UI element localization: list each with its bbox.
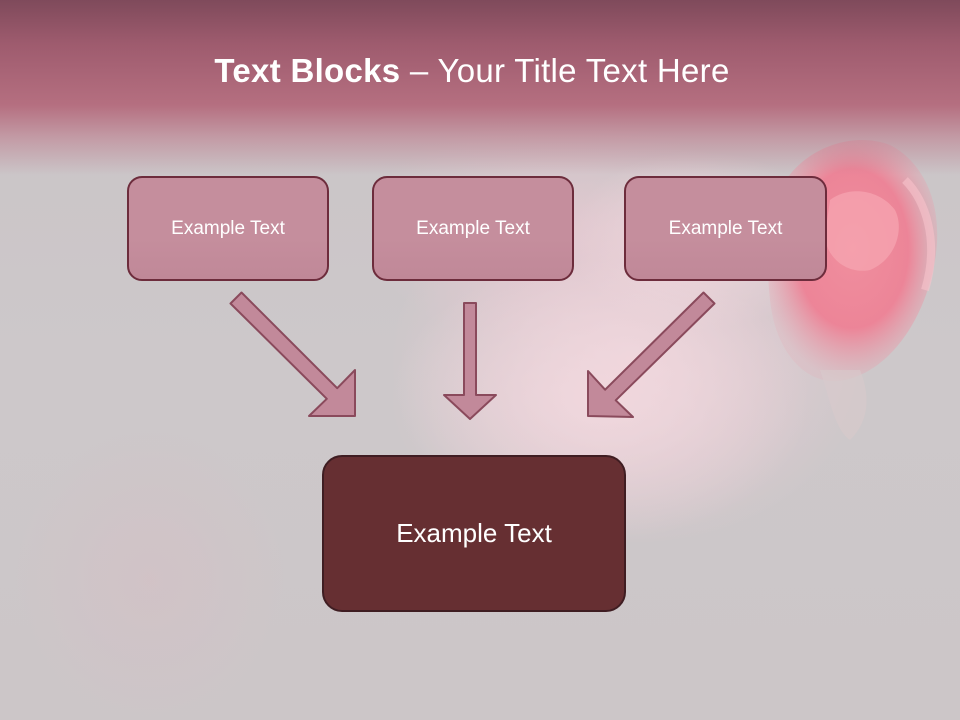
title-band [0, 0, 960, 175]
text-block-middle-label: Example Text [416, 217, 530, 239]
text-block-right[interactable]: Example Text [624, 176, 827, 281]
arrow-right-diagonal [587, 291, 716, 418]
arrow-left-diagonal [229, 291, 356, 417]
text-block-left[interactable]: Example Text [127, 176, 329, 281]
title-dash: – [400, 52, 438, 89]
text-block-left-label: Example Text [171, 217, 285, 239]
text-block-center-label: Example Text [396, 518, 552, 548]
text-block-right-label: Example Text [668, 217, 783, 239]
arrow-down-middle [443, 302, 497, 420]
title-bold: Text Blocks [214, 52, 401, 89]
title-rest: Your Title Text Here [437, 52, 730, 89]
page-title: Text Blocks – Your Title Text Here [0, 52, 944, 90]
text-block-middle[interactable]: Example Text [372, 176, 574, 281]
text-block-center[interactable]: Example Text [322, 455, 626, 612]
